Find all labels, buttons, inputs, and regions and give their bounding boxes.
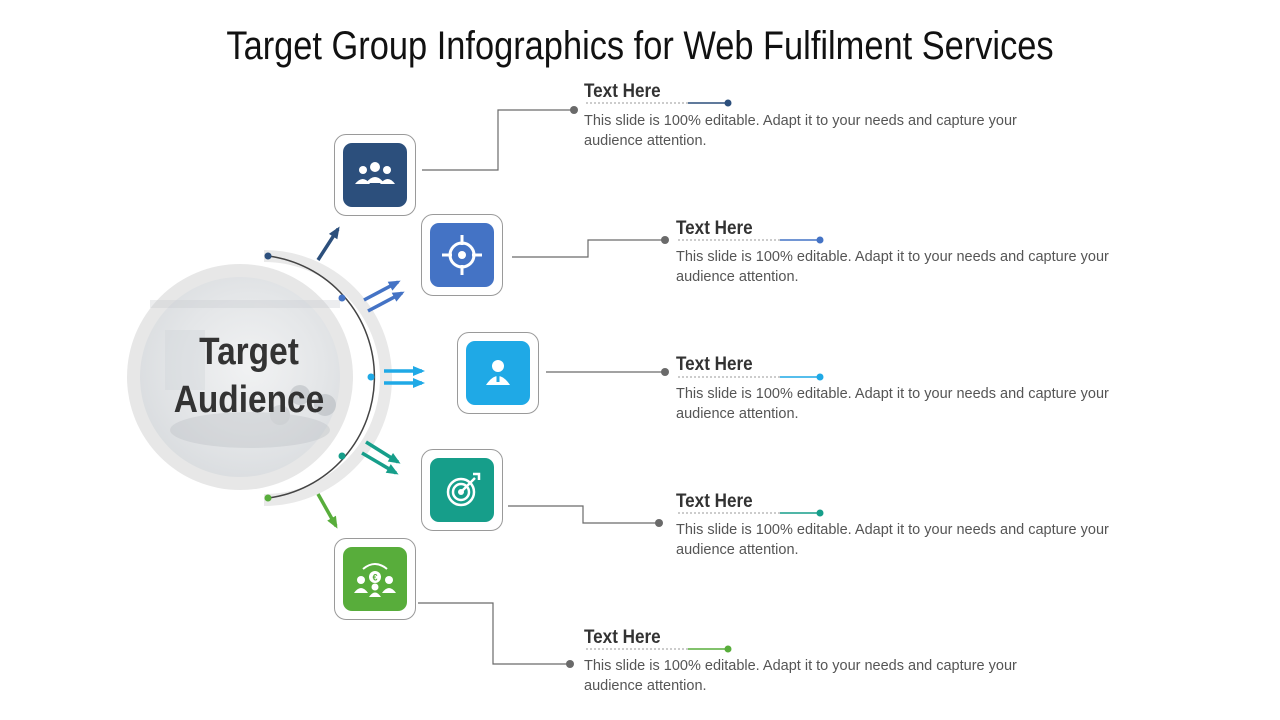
item-4-heading: Text Here [676,491,753,512]
item-4-description: This slide is 100% editable. Adapt it to… [676,522,1109,558]
item-1-description: This slide is 100% editable. Adapt it to… [584,113,1017,149]
connector-dot-4 [655,519,663,527]
outer-arc-ring [263,250,392,506]
arc-dot-3 [367,373,375,381]
arc-dot-1 [264,252,272,260]
heading-accent-dot-4 [816,509,824,517]
user-icon [466,341,530,405]
item-3-heading: Text Here [676,354,753,375]
arrow-3-head-1 [413,366,425,376]
arrow-4-head-1 [387,452,401,464]
arrow-5-head-1 [327,515,338,529]
icon-box-2 [421,214,503,296]
connector-dot-2 [661,236,669,244]
arrow-2-head-1 [387,280,401,291]
meeting-room-image [150,300,340,448]
center-photo [140,277,340,477]
arrow-4-head-2 [385,464,399,475]
euro-exchange-icon: € [343,547,407,611]
item-5-description: This slide is 100% editable. Adapt it to… [584,658,1017,694]
item-1-heading: Text Here [584,81,661,102]
center-label-line1: Target [199,331,299,373]
connector-line-1 [422,109,574,171]
team-icon [343,143,407,207]
connector-line-2 [512,239,665,258]
arc-dot-2 [338,294,346,302]
item-2-heading: Text Here [676,218,753,239]
connector-dot-3 [661,368,669,376]
arc-dot-4 [338,452,346,460]
icon-box-5: € [334,538,416,620]
icon-box-1 [334,134,416,216]
svg-text:€: € [372,573,377,583]
item-2-description: This slide is 100% editable. Adapt it to… [676,249,1109,285]
arrow-1-head-1 [328,226,340,240]
item-3-description: This slide is 100% editable. Adapt it to… [676,386,1109,422]
icon-box-3 [457,332,539,414]
connector-dot-1 [570,106,578,114]
arrow-3-head-2 [413,378,425,388]
heading-accent-dot-5 [724,645,732,653]
icon-box-4 [421,449,503,531]
arrow-2-head-2 [391,291,405,302]
heading-accent-dot-3 [816,373,824,381]
item-5-heading: Text Here [584,627,661,648]
heading-accent-dot-2 [816,236,824,244]
connector-line-5 [418,602,570,665]
target-icon [430,458,494,522]
center-label: Target Audience [162,328,336,424]
connector-dot-5 [566,660,574,668]
heading-accent-dot-1 [724,99,732,107]
arc-dot-5 [264,494,272,502]
crosshair-icon [430,223,494,287]
center-label-line2: Audience [173,379,325,421]
connector-line-4 [508,505,659,524]
slide-title: Target Group Infographics for Web Fulfil… [226,24,1054,68]
